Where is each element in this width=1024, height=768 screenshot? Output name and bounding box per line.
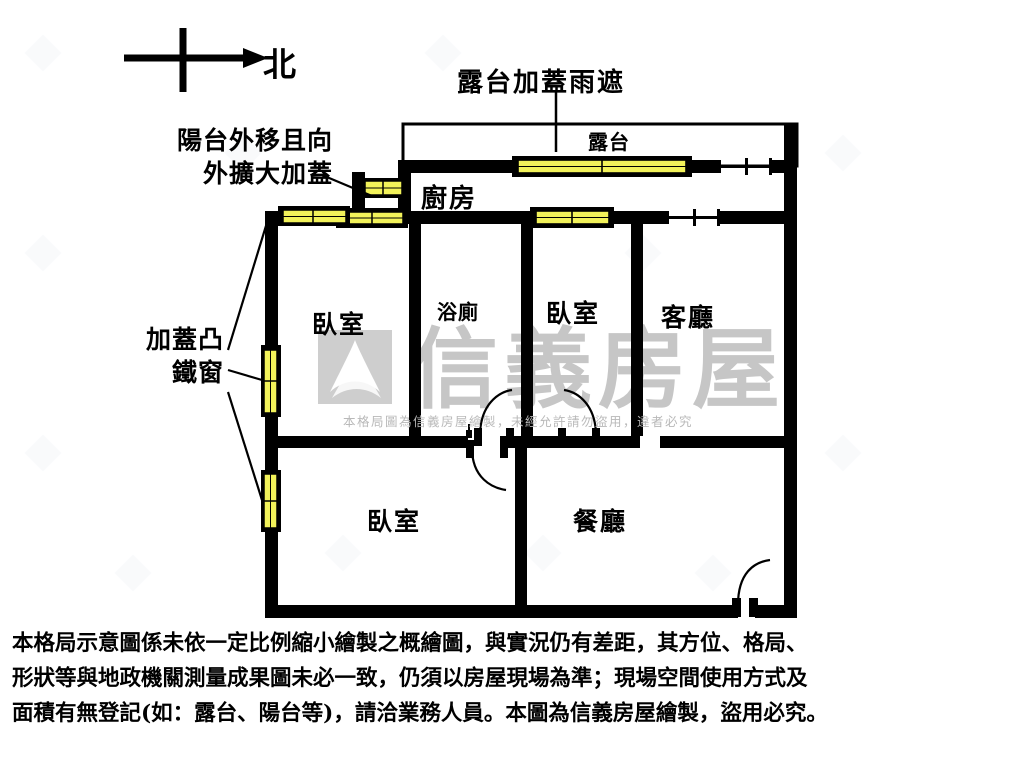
door-bedroom-mid: [558, 388, 600, 446]
door-bathroom: [474, 388, 514, 446]
room-label-terrace: 露台: [588, 130, 630, 154]
disclaimer-line-2: 形狀等與地政機關測量成果圖未必一致，仍須以房屋現場為準；現場空間使用方式及: [12, 666, 808, 691]
window-kitchen-b: [530, 207, 614, 228]
north-compass-icon: [124, 28, 268, 92]
disclaimer-text: 本格局示意圖係未依一定比例縮小繪製之概繪圖，與實況仍有差距，其方位、格局、 形狀…: [12, 626, 1012, 731]
annotation-iron-window-line2: 鐵窗: [171, 358, 224, 387]
door-bedroom-bottom: [466, 440, 508, 492]
room-label-dining: 餐廳: [573, 507, 628, 536]
room-label-bedroom-mid: 臥室: [546, 299, 601, 328]
watermark-brand: 信義房屋: [410, 317, 786, 421]
room-label-bedroom-bottom: 臥室: [367, 507, 422, 536]
doors-group: [466, 388, 771, 617]
window-bedroom-left-top: [278, 206, 350, 226]
windows-group: [261, 156, 692, 532]
annotation-iron-window-line1: 加蓋凸: [145, 325, 224, 354]
window-left-mid: [261, 345, 281, 417]
opening-bedroom-bottom-top: [466, 424, 472, 438]
window-balcony-extend: [361, 178, 405, 198]
room-label-bathroom: 浴廁: [437, 300, 479, 324]
room-label-kitchen: 廚房: [421, 184, 478, 214]
annotation-balcony-extend-line1: 陽台外移且向: [176, 126, 333, 155]
room-label-bedroom-left: 臥室: [312, 310, 367, 339]
north-label: 北: [263, 45, 296, 84]
window-left-bottom: [261, 470, 281, 532]
watermark-notice: 本格局圖為信義房屋繪製，未經允許請勿盜用，違者必究: [342, 414, 693, 429]
interior-walls: [278, 224, 784, 606]
annotation-terrace-canopy: 露台加蓋雨遮: [457, 68, 626, 98]
leader-lines: [226, 173, 373, 501]
annotation-iron-window: 加蓋凸 鐵窗: [126, 323, 224, 389]
watermark-logo: [318, 330, 392, 404]
window-terrace: [512, 156, 692, 177]
annotation-balcony-extend-line2: 外擴大加蓋: [202, 159, 333, 188]
door-entrance: [732, 558, 771, 617]
disclaimer-line-1: 本格局示意圖係未依一定比例縮小繪製之概繪圖，與實況仍有差距，其方位、格局、: [12, 631, 808, 656]
window-kitchen-a: [336, 208, 408, 228]
room-label-living: 客廳: [661, 303, 716, 332]
annotation-balcony-extend: 陽台外移且向 外擴大加蓋: [133, 124, 333, 190]
disclaimer-line-3: 面積有無登記(如：露台、陽台等)，請洽業務人員。本圖為信義房屋繪製，盜用必究。: [12, 701, 828, 726]
